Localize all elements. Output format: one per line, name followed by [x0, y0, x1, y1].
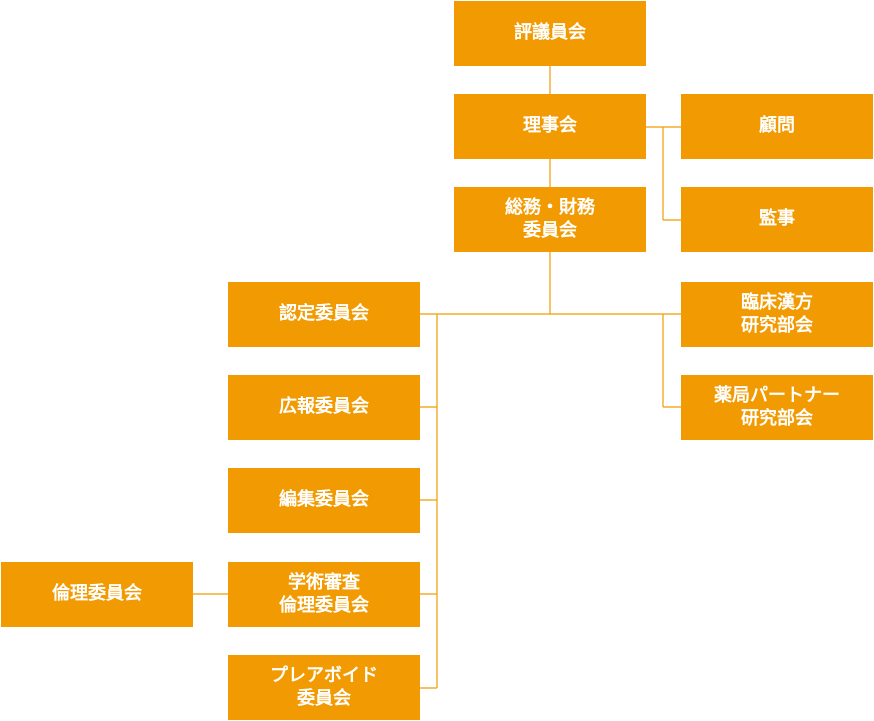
certification-label: 認定委員会: [279, 303, 369, 325]
pre-avoid-label: プレアボイド 委員会: [270, 665, 378, 709]
editorial-label: 編集委員会: [279, 489, 369, 511]
advisor-label: 顧問: [759, 115, 795, 137]
editorial-box: 編集委員会: [228, 468, 420, 533]
council-label: 評議員会: [514, 22, 586, 44]
academic-review-box: 学術審査 倫理委員会: [228, 562, 420, 627]
board-box: 理事会: [454, 94, 646, 159]
clinical-kampo-label: 臨床漢方 研究部会: [741, 292, 813, 336]
auditor-label: 監事: [759, 208, 795, 230]
ethics-box: 倫理委員会: [1, 562, 193, 627]
auditor-box: 監事: [681, 187, 873, 252]
board-label: 理事会: [523, 115, 577, 137]
academic-review-label: 学術審査 倫理委員会: [279, 572, 369, 616]
certification-box: 認定委員会: [228, 282, 420, 347]
pharmacy-partner-box: 薬局パートナー 研究部会: [681, 375, 873, 440]
general-affairs-label: 総務・財務 委員会: [505, 197, 595, 241]
pharmacy-partner-label: 薬局パートナー 研究部会: [714, 385, 840, 429]
general-affairs-box: 総務・財務 委員会: [454, 187, 646, 252]
public-relations-label: 広報委員会: [279, 396, 369, 418]
clinical-kampo-box: 臨床漢方 研究部会: [681, 282, 873, 347]
public-relations-box: 広報委員会: [228, 375, 420, 440]
ethics-label: 倫理委員会: [52, 583, 142, 605]
pre-avoid-box: プレアボイド 委員会: [228, 655, 420, 720]
council-box: 評議員会: [454, 1, 646, 66]
advisor-box: 顧問: [681, 94, 873, 159]
